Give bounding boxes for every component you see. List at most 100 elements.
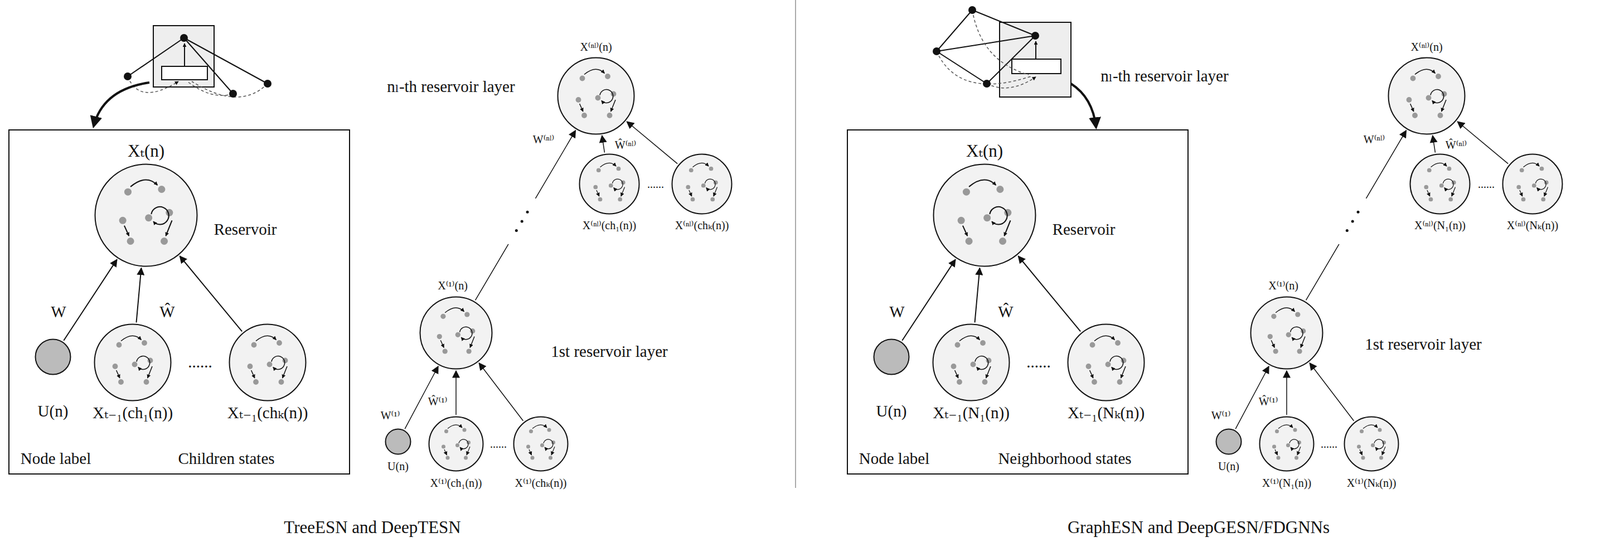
circle-shape [578,153,640,215]
reservoir-circle: X⁽ⁿˡ⁾(ch₁(n)) [578,153,640,215]
weight-label: W [888,302,906,322]
state-label: Xₜ₋₁(chₖ(n)) [227,403,309,423]
box-caption: Node label [859,449,930,468]
circle-shape [1215,428,1243,455]
ellipsis-dot [515,229,518,232]
weight-label: W [49,302,67,322]
reservoir-circle: Xₜ₋₁(N₁(n)) [932,323,1011,402]
connector-arrow [1017,255,1081,332]
reservoir-circle: Xₜ₋₁(ch₁(n)) [93,323,172,402]
figure-caption: TreeESN and DeepTESN [283,517,461,538]
reservoir-circle: Xₜ₋₁(Nₖ(n)) [1067,323,1146,402]
ellipsis-dot [1345,229,1349,232]
tree-icon [93,25,272,126]
state-label: Xₜ(n) [127,141,165,162]
state-label: U(n) [387,459,409,473]
annotation-label: ...... [1477,177,1495,191]
connector-arrow [455,370,457,415]
box-caption: Children states [177,449,275,468]
connector-arrow [975,268,981,323]
state-label: X⁽¹⁾(n) [1268,279,1299,293]
weight-label: Ŵ⁽¹⁾ [1257,395,1280,409]
circle-shape [1343,415,1400,472]
circle-shape [428,415,484,472]
reservoir-circle: X⁽ⁿˡ⁾(N₁(n)) [1409,153,1471,215]
divider-line [794,0,797,488]
label-circle: U(n) [873,338,910,376]
circle-shape [93,323,172,402]
circle-shape [1387,56,1466,135]
reservoir-circle: X⁽¹⁾(ch₁(n)) [428,415,484,472]
circle-shape [384,428,412,455]
circle-shape [671,153,733,215]
label-circle: U(n) [34,338,72,376]
weight-label: W⁽¹⁾ [379,409,402,423]
state-label: X⁽ⁿˡ⁾(ch₁(n)) [582,219,637,232]
state-label: Xₜ(n) [966,141,1003,162]
state-label: Xₜ₋₁(ch₁(n)) [92,403,173,423]
reservoir-circle: X⁽¹⁾(n) [419,296,493,370]
annotation-label: ...... [490,437,507,451]
connector-arrow [136,268,142,323]
reservoir-name: Reservoir [214,220,278,239]
reservoir-circle: X⁽ⁿˡ⁾(Nₖ(n)) [1501,153,1564,215]
circle-shape [1067,323,1146,402]
connector-arrow [1309,362,1354,421]
weight-label: W⁽¹⁾ [1210,409,1233,423]
connector-arrow [63,259,118,341]
circle-shape [1501,153,1564,215]
model-box: Xₜ(n) ReservoirU(n) Xₜ₋₁(ch₁(n)) Xₜ₋₁(chₖ(n… [8,129,351,475]
graph-icon [932,6,1097,128]
connector-arrow [179,255,242,332]
weight-label: Ŵ [158,302,176,322]
connector-arrow [902,259,956,341]
circle-shape [512,415,569,472]
connector-arrow [475,130,576,300]
annotation-label: ...... [647,177,664,191]
reservoir-name: Reservoir [1052,220,1116,239]
state-label: X⁽ⁿˡ⁾(N₁(n)) [1414,219,1466,232]
weight-label: Ŵ [996,302,1015,322]
ellipsis-dot [1351,219,1355,223]
state-label: X⁽¹⁾(n) [437,279,468,293]
state-label: X⁽ⁿˡ⁾(n) [1410,40,1443,54]
circle-shape [94,163,198,268]
reservoir-circle: X⁽ⁿˡ⁾(chₖ(n)) [671,153,733,215]
state-label: U(n) [1218,459,1240,473]
ellipsis-dot [1356,210,1360,214]
circle-shape [419,296,493,370]
reservoir-circle: X⁽¹⁾(chₖ(n)) [512,415,569,472]
circle-shape [556,56,635,135]
connector-arrow [1286,370,1288,415]
weight-label: W⁽ⁿˡ⁾ [1362,133,1386,147]
circle-shape [1409,153,1471,215]
weight-label: Ŵ⁽¹⁾ [427,395,449,409]
annotation-label: ...... [187,352,213,372]
state-label: U(n) [876,401,908,421]
connector-arrow [602,135,605,153]
label-circle: U(n) [384,428,412,455]
reservoir-circle: Xₜ₋₁(chₖ(n)) [228,323,307,402]
connector-arrow [1306,130,1407,300]
weight-label: Ŵ⁽ⁿˡ⁾ [613,138,638,152]
reservoir-circle: X⁽ⁿˡ⁾(n) [556,56,635,135]
circle-shape [932,323,1011,402]
reservoir-circle: X⁽¹⁾(N₁(n)) [1258,415,1315,472]
weight-label: Ŵ⁽ⁿˡ⁾ [1444,138,1468,152]
label-circle: U(n) [1215,428,1243,455]
annotation-label: nₗ-th reservoir layer [1100,66,1229,86]
reservoir-circle: Xₜ(n)Reservoir [932,163,1037,268]
circle-shape [1258,415,1315,472]
reservoir-circle: X⁽ⁿˡ⁾(n) [1387,56,1466,135]
box-caption: Node label [20,449,91,468]
figure-caption: GraphESN and DeepGESN/FDGNNs [1067,517,1330,538]
state-label: Xₜ₋₁(Nₖ(n)) [1067,403,1145,423]
box-caption: Neighborhood states [997,449,1132,468]
weight-label: W⁽ⁿˡ⁾ [531,133,556,147]
model-box: Xₜ(n)ReservoirU(n)Xₜ₋₁(N₁(n))Xₜ₋₁(Nₖ(n))… [846,129,1189,475]
circle-shape [873,338,910,376]
reservoir-circle: X⁽¹⁾(Nₖ(n)) [1343,415,1400,472]
